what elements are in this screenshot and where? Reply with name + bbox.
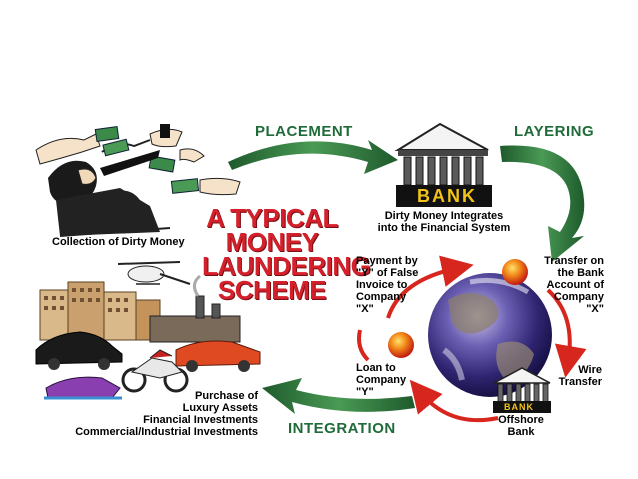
caption-line: the Bank bbox=[557, 267, 604, 279]
sports-car-icon bbox=[35, 331, 261, 372]
caption-line: Luxury Assets bbox=[182, 402, 258, 414]
title-line: SCHEME bbox=[217, 275, 327, 305]
title-line: MONEY bbox=[225, 227, 319, 257]
caption-line: Dirty Money Integrates bbox=[384, 210, 504, 222]
caption-line: Company bbox=[356, 291, 407, 303]
caption-line: Transfer on bbox=[544, 255, 604, 267]
caption-line: Bank bbox=[507, 426, 535, 438]
purchase-label: Purchase of Luxury Assets Financial Inve… bbox=[40, 390, 258, 438]
caption-line: Commercial/Industrial Investments bbox=[75, 426, 258, 438]
jet-ski-icon bbox=[44, 376, 122, 400]
caption-line: "X" bbox=[586, 303, 604, 315]
caption-line: Purchase of bbox=[195, 390, 258, 402]
stage-placement: PLACEMENT bbox=[255, 123, 353, 140]
globe-icon bbox=[428, 273, 552, 397]
layering-cycle-arrows bbox=[357, 255, 587, 423]
offshore-bank-sign: BANK bbox=[504, 402, 534, 412]
caption-line: "Y" bbox=[356, 386, 374, 398]
stage-layering: LAYERING bbox=[514, 123, 595, 140]
caption-line: Account of bbox=[546, 279, 604, 291]
caption-line: Invoice to bbox=[356, 279, 408, 291]
red-ball-icon bbox=[388, 332, 414, 358]
caption-line: Offshore bbox=[498, 414, 544, 426]
placement-arrow bbox=[228, 140, 398, 174]
helicopter-icon bbox=[117, 261, 191, 285]
bank-sign: BANK bbox=[417, 186, 477, 206]
loan-label: Loan to Company "Y" bbox=[356, 362, 406, 398]
hands-money-icon bbox=[35, 124, 241, 237]
offshore-label: Offshore Bank bbox=[490, 414, 552, 438]
offshore-bank-icon bbox=[493, 367, 551, 413]
motorcycle-icon bbox=[121, 349, 189, 393]
collection-label: Collection of Dirty Money bbox=[52, 236, 185, 248]
title-line: A TYPICAL bbox=[206, 203, 338, 233]
caption-line: Loan to bbox=[356, 362, 396, 374]
caption-line: Company bbox=[553, 291, 604, 303]
stage-integration: INTEGRATION bbox=[288, 420, 396, 437]
integration-arrow bbox=[262, 378, 415, 414]
red-ball-icon bbox=[502, 259, 528, 285]
caption-line: Financial Investments bbox=[143, 414, 258, 426]
bank-building-icon bbox=[394, 122, 492, 207]
title-line: LAUNDERING bbox=[202, 251, 371, 281]
scheme-title: A TYPICAL MONEY LAUNDERING SCHEME bbox=[202, 203, 371, 305]
bank-caption: Dirty Money Integrates into the Financia… bbox=[366, 210, 522, 234]
payment-label: Payment by "Y" of False Invoice to Compa… bbox=[356, 255, 418, 315]
factory-icon bbox=[149, 274, 241, 343]
caption-line: "Y" of False bbox=[356, 267, 419, 279]
caption-line: Transfer bbox=[558, 376, 602, 388]
caption-line: Payment by bbox=[356, 255, 418, 267]
transfer-label: Transfer on the Bank Account of Company … bbox=[532, 255, 604, 315]
caption-line: into the Financial System bbox=[377, 222, 511, 234]
caption-line: Company bbox=[356, 374, 407, 386]
buildings-icon bbox=[39, 281, 161, 341]
wire-transfer-label: Wire Transfer bbox=[548, 364, 602, 388]
caption-line: Wire bbox=[578, 364, 602, 376]
caption-line: "X" bbox=[356, 303, 374, 315]
layering-arrow bbox=[500, 145, 585, 262]
